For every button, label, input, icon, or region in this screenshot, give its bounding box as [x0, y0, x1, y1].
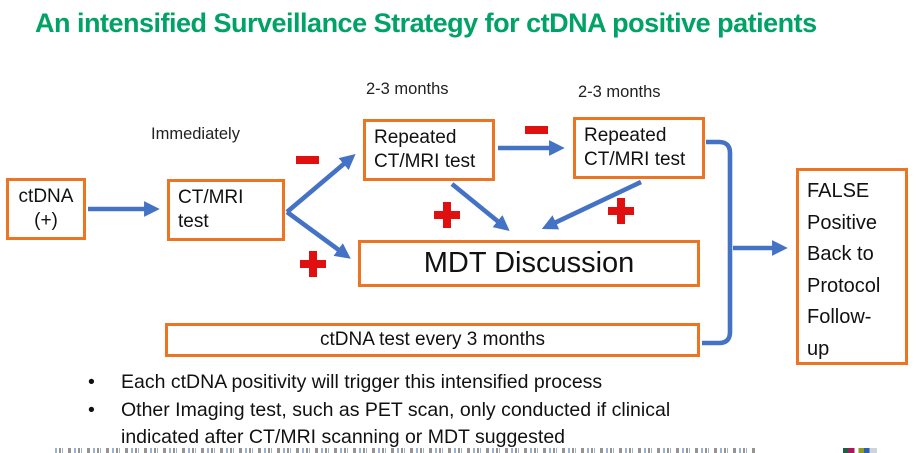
box-ctmri-test: CT/MRI test [167, 179, 285, 241]
box-repeated2-line1: Repeated [584, 125, 667, 146]
bracket-connector [702, 139, 733, 346]
false-positive-line: Positive [807, 211, 878, 234]
box-repeated-ctmri-second: Repeated CT/MRI test [573, 117, 705, 179]
arrow-ctmri-to-repeated1 [285, 153, 356, 214]
box-ctmri-line2: test [178, 211, 209, 232]
plus-icon [608, 198, 634, 224]
mdt-label: MDT Discussion [423, 247, 635, 279]
truncated-citation-text [55, 448, 755, 453]
bullet-glyph: • [88, 398, 95, 421]
false-positive-line: up [807, 337, 830, 360]
bullet-item: • Other Imaging test, such as PET scan, … [88, 397, 768, 452]
box-ctdna-every-3-months: ctDNA test every 3 months [165, 323, 700, 357]
label-interval-second: 2-3 months [578, 83, 661, 101]
box-ctmri-line1: CT/MRI [178, 187, 244, 208]
plus-icon [434, 202, 460, 228]
bullet-2-line-2: indicated after CT/MRI scanning or MDT s… [121, 426, 566, 448]
box-repeated-ctmri-first: Repeated CT/MRI test [363, 119, 495, 181]
bullet-list: • Each ctDNA positivity will trigger thi… [88, 369, 768, 452]
minus-icon [525, 126, 548, 134]
box-ctdna-positive: ctDNA (+) [6, 178, 86, 240]
box-ctdna-line2: (+) [34, 210, 58, 231]
box-mdt-discussion: MDT Discussion [358, 240, 700, 287]
minus-icon [296, 156, 319, 164]
bullet-glyph: • [88, 371, 95, 393]
false-positive-line: Protocol [807, 274, 881, 297]
ctdna-every-label: ctDNA test every 3 months [320, 329, 545, 350]
arrow-ctmri-to-mdt [285, 210, 351, 259]
bullet-item: • Each ctDNA positivity will trigger thi… [88, 369, 768, 397]
label-immediately: Immediately [151, 125, 240, 143]
arrow-repeated1-to-mdt [450, 182, 510, 231]
truncated-logo [843, 448, 877, 453]
bullet-1-line-1: Each ctDNA positivity will trigger this … [121, 371, 603, 393]
slide-title: An intensified Surveillance Strategy for… [35, 8, 817, 38]
box-repeated1-line2: CT/MRI test [374, 151, 476, 172]
false-positive-line: Back to [807, 243, 874, 265]
box-ctdna-line1: ctDNA [18, 186, 74, 207]
false-positive-line: FALSE [807, 180, 870, 202]
box-repeated2-line2: CT/MRI test [584, 149, 686, 170]
box-false-positive: FALSE Positive Back to Protocol Follow- … [796, 168, 908, 365]
bullet-2-line-1: Other Imaging test, such as PET scan, on… [121, 398, 671, 421]
false-positive-line: Follow- [807, 306, 872, 328]
box-repeated1-line1: Repeated [374, 127, 457, 148]
plus-icon [300, 251, 326, 277]
label-interval-first: 2-3 months [366, 80, 449, 98]
